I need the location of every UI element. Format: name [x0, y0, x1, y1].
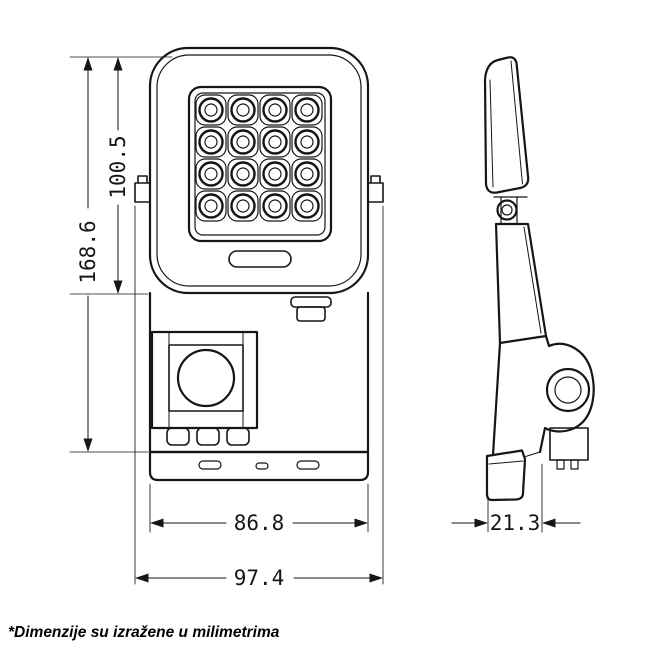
dimension-head-height: 100.5: [106, 57, 130, 294]
extension-lines: [134, 205, 384, 585]
dimension-depth: 21.3: [451, 463, 581, 535]
led: [194, 157, 228, 191]
led: [290, 93, 324, 127]
cable-gland: [290, 296, 332, 322]
plate-slot: [198, 460, 222, 470]
floodlight-head-inner-line: [156, 54, 362, 287]
side-pivot-knob: [496, 199, 518, 221]
dimension-total-height: 168.6: [69, 56, 173, 453]
dimension-overall-width: 97.4: [134, 205, 384, 590]
side-pivot-knob-inner: [501, 204, 513, 216]
front-view: [134, 46, 384, 482]
floodlight-head-outline: [148, 46, 370, 295]
dimension-label: 168.6: [76, 220, 100, 283]
extension-lines: [149, 483, 369, 533]
bottom-plate-slots: [198, 460, 320, 470]
sensor-foot: [166, 427, 190, 446]
led-panel-outline: [187, 85, 333, 243]
dimension-label: 97.4: [234, 566, 285, 590]
led-panel: [187, 85, 333, 243]
cable-gland-flange: [290, 296, 332, 308]
led-grid: [194, 93, 324, 223]
led: [290, 189, 324, 223]
led: [290, 157, 324, 191]
side-junction-pins: [556, 459, 579, 470]
plate-slot: [255, 462, 269, 470]
sensor-foot: [226, 427, 250, 446]
side-body-profile: [494, 222, 548, 345]
led: [226, 189, 260, 223]
led: [258, 125, 292, 159]
led: [258, 189, 292, 223]
dimension-label: 21.3: [490, 511, 541, 535]
dimension-label: 86.8: [234, 511, 285, 535]
extension-lines: [487, 463, 543, 533]
sensor-foot: [196, 427, 220, 446]
led: [226, 157, 260, 191]
side-bottom-plate: [485, 449, 541, 502]
led-panel-inner-line: [194, 92, 326, 236]
side-lower-edge: [491, 341, 502, 457]
cable-gland-body: [296, 306, 326, 322]
pir-sensor-housing: [150, 330, 259, 446]
side-body-inner-line: [523, 226, 542, 334]
side-bottom-plate-outline: [485, 449, 527, 502]
led: [194, 189, 228, 223]
mounting-tabs: [134, 175, 384, 203]
sensor-feet: [166, 427, 250, 446]
sensor-housing-inner: [168, 344, 244, 412]
led: [226, 125, 260, 159]
indicator-slot: [228, 250, 292, 268]
side-sensor-lens-inner: [554, 376, 582, 404]
led: [258, 157, 292, 191]
sensor-housing-ribs: [168, 331, 244, 429]
side-junction-box: [549, 427, 589, 470]
units-footnote: *Dimenzije su izražene u milimetrima: [8, 624, 280, 641]
sensor-housing-outline: [150, 330, 259, 430]
led: [226, 93, 260, 127]
plate-slot: [296, 460, 320, 470]
side-view: [483, 56, 595, 502]
dimension-body-width: 86.8: [149, 483, 369, 535]
side-sensor-lens: [545, 367, 591, 413]
side-head-rim-lines: [489, 60, 523, 188]
side-pivot-bracket: [493, 196, 529, 225]
side-sensor-bump: [538, 334, 595, 454]
side-junction-box-outline: [549, 427, 589, 461]
led: [194, 93, 228, 127]
side-head-profile: [483, 56, 530, 194]
bottom-plate: [148, 450, 370, 482]
led: [290, 125, 324, 159]
side-sensor-outline: [538, 334, 595, 454]
led: [194, 125, 228, 159]
dimension-label: 100.5: [106, 135, 130, 198]
pir-sensor-lens: [176, 348, 236, 408]
side-bottom-plate-lines: [488, 451, 541, 465]
led: [258, 93, 292, 127]
